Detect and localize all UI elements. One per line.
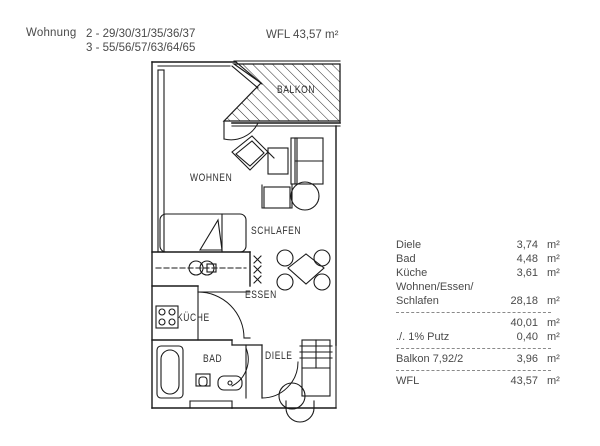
row-unit: m² — [547, 317, 560, 329]
area-table: Diele 3,74 m² Bad 4,48 m² Küche 3,61 m² … — [396, 238, 562, 388]
row-label: Bad — [396, 253, 416, 265]
dining-furniture — [276, 249, 331, 291]
table-row: Wohnen/Essen/ — [396, 280, 562, 294]
row-label: ./. 1% Putz — [396, 331, 450, 343]
row-value: 3,74 — [516, 239, 538, 251]
table-row: Küche 3,61 m² — [396, 266, 562, 280]
row-unit: m² — [547, 331, 560, 343]
room-label-diele: DIELE — [265, 348, 293, 362]
row-label: WFL — [396, 375, 420, 387]
outer-walls — [151, 61, 341, 423]
row-label: Schlafen — [396, 295, 439, 307]
row-value: 40,01 — [510, 317, 538, 329]
room-label-wohnen: WOHNEN — [190, 170, 233, 184]
row-label: Küche — [396, 267, 428, 279]
row-label: Balkon 7,92/2 — [396, 353, 464, 365]
table-row: Diele 3,74 m² — [396, 238, 562, 252]
row-value: 0,40 — [516, 331, 538, 343]
wohnung-label: Wohnung — [26, 27, 77, 39]
table-divider-2 — [396, 348, 551, 349]
wfl-header-value: WFL 43,57 m² — [266, 29, 339, 41]
header: Wohnung 2 - 29/30/31/35/36/37 3 - 55/56/… — [0, 0, 600, 58]
kitchen-fixtures — [155, 260, 251, 339]
table-divider-3 — [396, 370, 551, 371]
room-label-schlafen: SCHLAFEN — [251, 223, 302, 237]
row-unit: m² — [547, 375, 560, 387]
row-label: Diele — [396, 239, 422, 251]
balcony-door — [223, 61, 263, 141]
wohnung-unit-line-2: 3 - 55/56/57/63/64/65 — [86, 42, 196, 54]
row-label: Wohnen/Essen/ — [396, 281, 474, 293]
table-row: Bad 4,48 m² — [396, 252, 562, 266]
row-value: 43,57 — [510, 375, 538, 387]
table-row: Schlafen 28,18 m² — [396, 294, 562, 308]
row-unit: m² — [547, 253, 560, 265]
row-unit: m² — [547, 295, 560, 307]
table-row-total: WFL 43,57 m² — [396, 374, 562, 388]
essen-partition — [253, 255, 262, 284]
table-divider-1 — [396, 312, 551, 313]
interior-walls — [151, 251, 263, 399]
room-label-kueche: KÜCHE — [177, 310, 210, 324]
row-value: 3,96 — [516, 353, 538, 365]
bed-furniture — [159, 213, 247, 253]
room-label-balkon: BALKON — [277, 82, 316, 96]
row-value: 4,48 — [516, 253, 538, 265]
living-room-furniture — [231, 135, 324, 211]
table-row: ./. 1% Putz 0,40 m² — [396, 330, 562, 344]
row-value: 3,61 — [516, 267, 538, 279]
wohnung-unit-line-1: 2 - 29/30/31/35/36/37 — [86, 28, 196, 40]
table-row: Balkon 7,92/2 3,96 m² — [396, 352, 562, 366]
row-unit: m² — [547, 267, 560, 279]
row-unit: m² — [547, 239, 560, 251]
table-row: 40,01 m² — [396, 316, 562, 330]
row-unit: m² — [547, 353, 560, 365]
wohnung-unit-numbers: 2 - 29/30/31/35/36/37 3 - 55/56/57/63/64… — [86, 27, 195, 55]
room-label-bad: BAD — [203, 351, 223, 365]
row-value: 28,18 — [510, 295, 538, 307]
room-label-essen: ESSEN — [245, 287, 277, 301]
